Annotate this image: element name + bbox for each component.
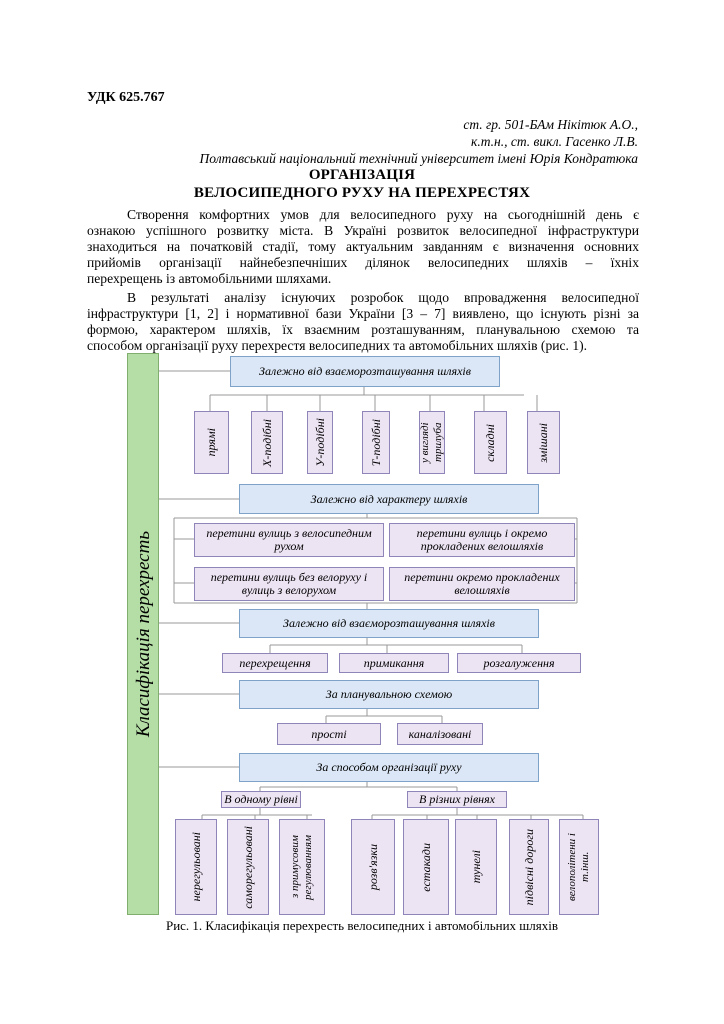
section5-header: За способом організації руху [239,753,539,782]
title-line-2: ВЕЛОСИПЕДНОГО РУХУ НА ПЕРЕХРЕСТЯХ [193,185,531,201]
s5-right-item: естакади [403,819,449,915]
s4-item: каналізовані [397,723,483,745]
p1-line: прийомів організації найнебезпечніших ді… [87,255,639,270]
classification-diagram: Класифікація перехресть Залежно від взає… [127,353,599,917]
s5-right-item: підвісні дороги [509,819,549,915]
s1-item: Х-подібні [251,411,283,474]
author-1: ст. гр. 501-БАм Нікітюк А.О., [463,117,638,132]
s5-left-item: саморегульовані [227,819,269,915]
section4-header: За планувальною схемою [239,680,539,709]
s5-right-item: тунелі [455,819,497,915]
paragraph-1: Створення комфортних умов для велосипедн… [87,207,639,287]
s2-item: перетини вулиць без велоруху і вулиць з … [194,567,384,601]
p2-line: В результаті аналізу існуючих розробок щ… [127,290,639,305]
s5-sub-left: В одному рівні [221,791,301,808]
p1-line: знаходиться на початковій стадії, тому а… [87,239,639,254]
s5-left-item: з примусовим регулюванням [279,819,325,915]
section2-header: Залежно від характеру шляхів [239,484,539,514]
p1-line: Створення комфортних умов для велосипедн… [127,207,639,222]
s3-item: примикання [339,653,449,673]
p2-line: способом організації руху перехрестя вел… [87,338,588,353]
s5-sub-right: В різних рівнях [407,791,507,808]
side-label: Класифікація перехресть [132,530,154,738]
author-2: к.т.н., ст. викл. Гасенко Л.В. [471,134,638,149]
s2-item: перетини вулиць і окремо прокладених вел… [389,523,575,557]
p1-line: перехрещень із автомобільними шляхами. [87,271,332,286]
s1-item: Т-подібні [362,411,390,474]
s1-item: прямі [194,411,229,474]
figure-caption: Рис. 1. Класифікація перехресть велосипе… [165,918,559,933]
s5-right-item: велополітени і т.інш. [559,819,599,915]
side-label-box: Класифікація перехресть [127,353,159,915]
paragraph-2: В результаті аналізу існуючих розробок щ… [87,290,639,354]
connector-lines [159,370,584,819]
s5-right-item: розв'язки [351,819,395,915]
section3-header: Залежно від взаєморозташування шляхів [239,609,539,638]
s4-item: прості [277,723,381,745]
s2-item: перетини вулиць з велосипедним рухом [194,523,384,557]
s1-item: У-подібні [307,411,333,474]
affiliation: Полтавський національний технічний уніве… [199,151,638,166]
s1-item: змішані [527,411,560,474]
s1-item: складні [474,411,507,474]
s5-left-item: нерегульовані [175,819,217,915]
s3-item: розгалуження [457,653,581,673]
section1-header: Залежно від взаєморозташування шляхів [230,356,500,387]
p2-line: інфраструктури [1, 2] і нормативної бази… [87,306,639,321]
p1-line: ознакою успішного розвитку міста. В Укра… [87,223,639,238]
s3-item: перехрещення [222,653,328,673]
title-line-1: ОРГАНІЗАЦІЯ [308,167,416,183]
p2-line: формою, характером шляхів, їх взаємним р… [87,322,639,337]
s2-item: перетини окремо прокладених велошляхів [389,567,575,601]
udk-code: УДК 625.767 [87,90,165,105]
s1-item: у вигляді трилуба [419,411,445,474]
